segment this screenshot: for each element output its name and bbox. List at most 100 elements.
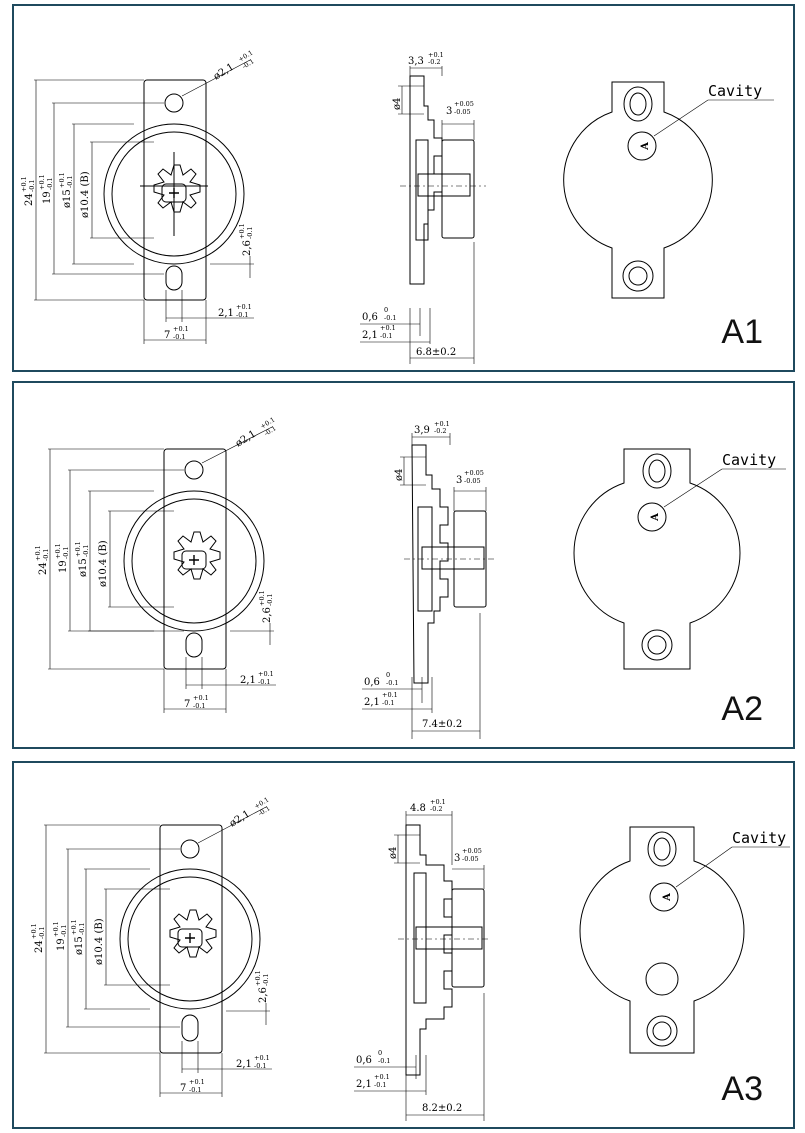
- panel-label: A2: [721, 690, 763, 728]
- dim-s06: 0,6: [364, 677, 380, 688]
- dim-w7-tol-dn: -0.1: [189, 1086, 202, 1094]
- dim-19-tol-up: +0.1: [54, 543, 62, 559]
- dim-total: 6.8±0.2: [416, 347, 456, 358]
- front-view: [119, 824, 261, 1054]
- side-labels: 4.8 +0.1 -0.2 ø4 3 +0.05 -0.05 0,6 0 -0.…: [356, 798, 482, 1114]
- dim-w7-tol-up: +0.1: [173, 325, 189, 333]
- dim-24-tol-dn: -0.1: [38, 926, 46, 939]
- dim-26: 2,6: [242, 240, 253, 256]
- dim-s3: 3: [446, 106, 452, 117]
- side-view: [404, 444, 494, 684]
- dim-s3-tol-dn: -0.05: [454, 108, 471, 116]
- dim-b21-tol-up: +0.1: [236, 303, 252, 311]
- dim-top: 3,9: [414, 425, 430, 436]
- cavity-view: Cavity A: [563, 81, 774, 299]
- dim-top-tol-up: +0.1: [434, 420, 450, 428]
- dim-top-tol-dn: -0.2: [428, 58, 441, 66]
- dim-b21: 2,1: [236, 1059, 252, 1070]
- dim-w7-tol-dn: -0.1: [193, 702, 206, 710]
- dim-s06-tol-up: 0: [378, 1049, 382, 1057]
- cavity-label: Cavity: [708, 82, 762, 100]
- dim-26-tol-up: +0.1: [258, 590, 266, 606]
- dim-total: 7.4±0.2: [422, 719, 462, 730]
- dim-s21-tol-up: +0.1: [382, 691, 398, 699]
- dim-s3-tol-up: +0.05: [462, 847, 482, 855]
- dim-24-tol-up: +0.1: [20, 176, 28, 192]
- dim-d15: ø15: [74, 936, 85, 955]
- dim-19-tol-up: +0.1: [38, 174, 46, 190]
- front-dimensions: [34, 59, 254, 344]
- side-dimensions: [360, 66, 475, 364]
- dim-w7-tol-dn: -0.1: [173, 333, 186, 341]
- dim-s21-tol-dn: -0.1: [380, 332, 393, 340]
- dim-s06-tol-up: 0: [386, 671, 390, 679]
- dim-s06-tol-dn: -0.1: [384, 314, 397, 322]
- dim-d15: ø15: [78, 558, 89, 577]
- dim-s21-tol-up: +0.1: [374, 1073, 390, 1081]
- dim-b21: 2,1: [218, 308, 234, 319]
- dim-top: 4.8: [410, 803, 426, 814]
- dim-19: 19: [58, 560, 69, 573]
- dim-d104: ø10.4 (B): [80, 171, 91, 218]
- dim-24-tol-up: +0.1: [34, 545, 42, 561]
- dim-top: 3,3: [408, 56, 424, 67]
- panel-a1: 24 +0.1 -0.1 19 +0.1 -0.1 ø15 +0.1 -0.1 …: [12, 4, 795, 372]
- dim-b21: 2,1: [240, 675, 256, 686]
- dim-s21: 2,1: [364, 697, 380, 708]
- side-dimensions: [362, 433, 487, 739]
- dim-s06: 0,6: [356, 1055, 372, 1066]
- dim-19-tol-up: +0.1: [52, 921, 60, 937]
- dim-s4: ø4: [388, 847, 399, 859]
- front-view: [123, 448, 265, 670]
- panel-a2: 24 +0.1 -0.1 19 +0.1 -0.1 ø15 +0.1 -0.1 …: [12, 381, 795, 749]
- side-view: [400, 75, 486, 285]
- front-dimensions: [44, 806, 272, 1097]
- dim-s3: 3: [456, 475, 462, 486]
- dim-top-tol-up: +0.1: [428, 51, 444, 59]
- dim-d15-tol-up: +0.1: [74, 541, 82, 557]
- dim-s3-tol-up: +0.05: [454, 100, 474, 108]
- dim-d15: ø15: [62, 189, 73, 208]
- panel-a3: 24 +0.1 -0.1 19 +0.1 -0.1 ø15 +0.1 -0.1 …: [12, 761, 795, 1129]
- front-labels: 24 +0.1 -0.1 19 +0.1 -0.1 ø15 +0.1 -0.1 …: [34, 416, 278, 710]
- dim-24: 24: [38, 562, 49, 575]
- dim-s21-tol-dn: -0.1: [382, 699, 395, 707]
- dim-s06-tol-dn: -0.1: [386, 679, 399, 687]
- dim-s21-tol-up: +0.1: [380, 324, 396, 332]
- dim-total: 8.2±0.2: [422, 1103, 462, 1114]
- dim-s3-tol-up: +0.05: [464, 469, 484, 477]
- front-view: [103, 79, 245, 301]
- dim-hole: ø2,1: [228, 809, 252, 830]
- dim-19: 19: [56, 938, 67, 951]
- dim-d15-tol-dn: -0.1: [66, 175, 74, 188]
- drawing-a3: 24 +0.1 -0.1 19 +0.1 -0.1 ø15 +0.1 -0.1 …: [30, 796, 790, 1121]
- dim-b21-tol-up: +0.1: [254, 1054, 270, 1062]
- dim-hole: ø2,1: [234, 429, 258, 450]
- dim-s06-tol-dn: -0.1: [378, 1057, 391, 1065]
- cavity-mark: A: [650, 513, 661, 522]
- dim-w7-tol-up: +0.1: [189, 1078, 205, 1086]
- side-labels: 3,3 +0.1 -0.2 ø4 3 +0.05 -0.05 0,6 0 -0.…: [362, 51, 474, 358]
- dim-d15-tol-dn: -0.1: [78, 922, 86, 935]
- dim-19-tol-dn: -0.1: [46, 177, 54, 190]
- dim-26-tol-dn: -0.1: [266, 593, 274, 606]
- side-view: [398, 824, 490, 1076]
- front-dimensions: [48, 426, 276, 713]
- dim-top-tol-dn: -0.2: [434, 427, 447, 435]
- dim-26-tol-dn: -0.1: [262, 973, 270, 986]
- front-labels: 24 +0.1 -0.1 19 +0.1 -0.1 ø15 +0.1 -0.1 …: [20, 49, 256, 341]
- dim-hole: ø2,1: [212, 62, 236, 83]
- dim-s06: 0,6: [362, 312, 378, 323]
- cavity-label: Cavity: [722, 451, 776, 469]
- dim-s4: ø4: [392, 98, 403, 110]
- dim-24-tol-dn: -0.1: [28, 179, 36, 192]
- dim-26: 2,6: [262, 607, 273, 623]
- dim-d104: ø10.4 (B): [98, 540, 109, 587]
- dim-top-tol-dn: -0.2: [430, 805, 443, 813]
- dim-b21-tol-dn: -0.1: [236, 311, 249, 319]
- dim-s4: ø4: [394, 469, 405, 481]
- panel-label: A3: [721, 1070, 763, 1108]
- dim-b21-tol-dn: -0.1: [254, 1062, 267, 1070]
- dim-b21-tol-up: +0.1: [258, 670, 274, 678]
- dim-s21-tol-dn: -0.1: [374, 1081, 387, 1089]
